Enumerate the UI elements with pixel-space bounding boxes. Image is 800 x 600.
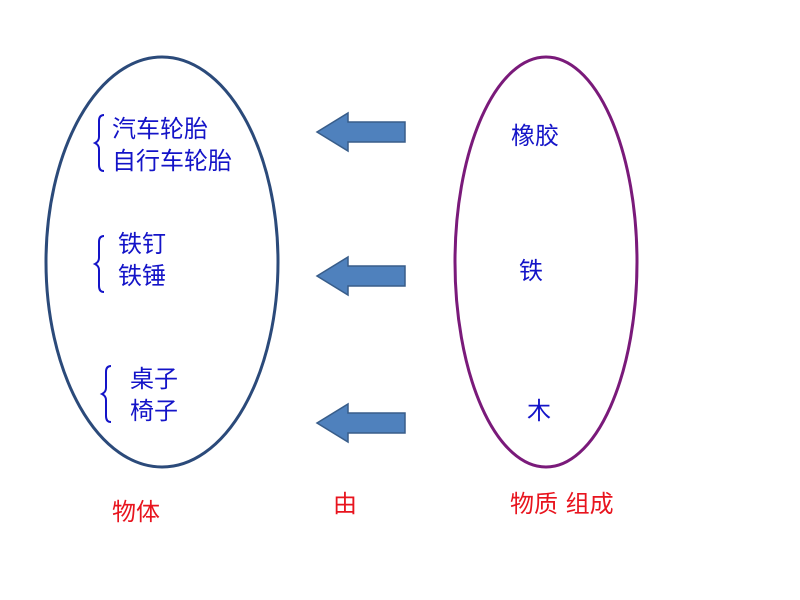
arrow-iron-to-tools (315, 255, 406, 297)
materials-ellipse (453, 55, 639, 469)
arrow-rubber-to-tires (315, 111, 406, 153)
material-wood: 木 (527, 397, 551, 425)
object-tire-bicycle: 自行车轮胎 (112, 147, 232, 175)
caption-made-of: 由 (333, 490, 357, 518)
object-table: 桌子 (130, 365, 178, 393)
caption-objects: 物体 (112, 498, 160, 526)
material-iron: 铁 (519, 257, 543, 285)
brace-group-1 (92, 114, 105, 172)
brace-group-2 (92, 235, 105, 293)
object-chair: 椅子 (130, 397, 178, 425)
arrow-wood-to-furniture (315, 402, 406, 444)
objects-ellipse (44, 55, 280, 469)
object-hammer: 铁锤 (118, 262, 166, 290)
caption-materials: 物质 组成 (510, 490, 614, 518)
object-tire-car: 汽车轮胎 (112, 115, 208, 143)
material-rubber: 橡胶 (511, 122, 559, 150)
object-nail: 铁钉 (118, 230, 166, 258)
brace-group-3 (99, 365, 112, 423)
